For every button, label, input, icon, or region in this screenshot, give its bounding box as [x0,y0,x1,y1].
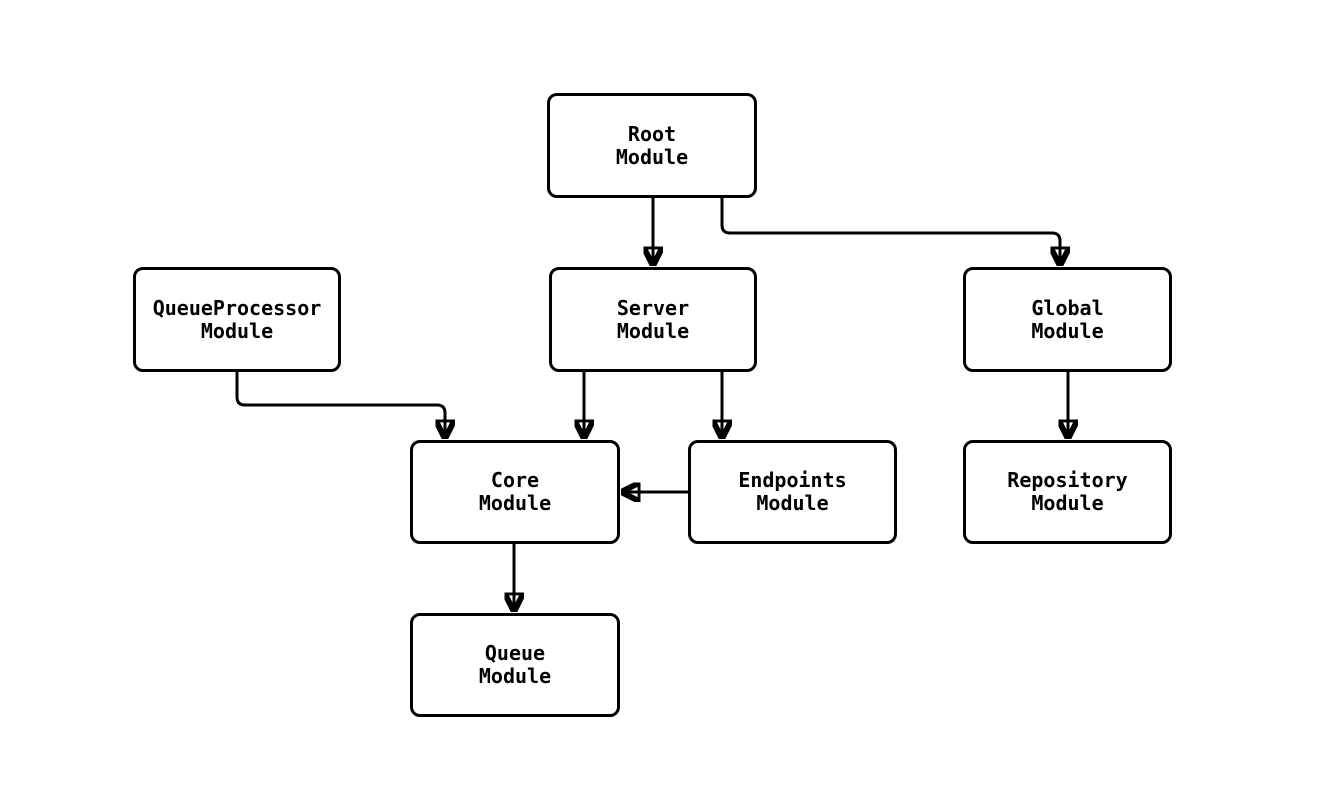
node-queue-module-label: Queue Module [478,641,552,688]
node-server-module: Server Module [549,267,757,372]
node-repository-module: Repository Module [963,440,1172,544]
node-core-module: Core Module [410,440,620,544]
edge-root-to-global [720,198,1060,265]
node-global-module: Global Module [963,267,1172,372]
node-repository-module-label: Repository Module [1007,468,1128,515]
node-queueprocessor-module: QueueProcessor Module [133,267,341,372]
edge-queueprocessor-to-core [235,372,445,438]
node-endpoints-module: Endpoints Module [688,440,897,544]
node-root-module: Root Module [547,93,757,198]
node-server-module-label: Server Module [616,295,690,343]
node-queue-module: Queue Module [410,613,620,717]
node-root-module-label: Root Module [615,121,689,169]
node-global-module-label: Global Module [1031,295,1104,343]
node-core-module-label: Core Module [478,468,552,515]
node-endpoints-module-label: Endpoints Module [738,468,847,515]
node-queueprocessor-module-label: QueueProcessor Module [152,295,322,343]
